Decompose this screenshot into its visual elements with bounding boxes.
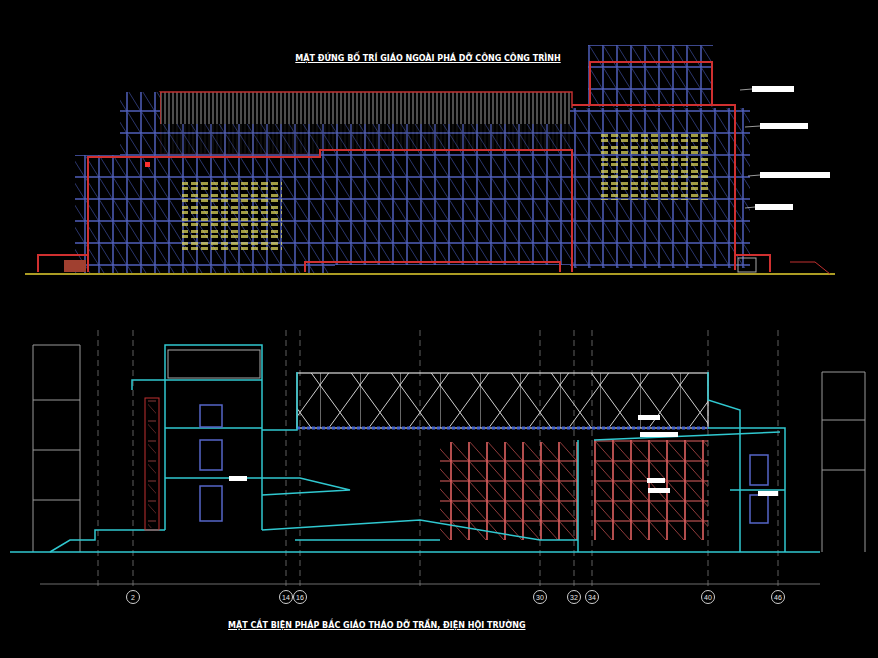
grid-number: 32: [570, 594, 578, 601]
grid-bubble: 32: [567, 590, 581, 604]
grid-bubble: 30: [533, 590, 547, 604]
grid-bubble: 2: [126, 590, 140, 604]
grid-number: 34: [588, 594, 596, 601]
grid-number: 2: [131, 594, 135, 601]
grid-number: 16: [296, 594, 304, 601]
view-title: MẶT ĐỨNG BỐ TRÍ GIÁO NGOÀI PHÁ DỠ CÔNG C…: [295, 54, 560, 63]
view-title: MẶT CẮT BIỆN PHÁP BẮC GIÁO THÁO DỠ TRẦN,…: [228, 621, 526, 630]
grid-bubble: 14: [279, 590, 293, 604]
grid-bubble: 34: [585, 590, 599, 604]
grid-bubble: 46: [771, 590, 785, 604]
grid-number: 30: [536, 594, 544, 601]
grid-bubble: 16: [293, 590, 307, 604]
grid-bubble: 40: [701, 590, 715, 604]
grid-number: 14: [282, 594, 290, 601]
grid-number: 46: [774, 594, 782, 601]
grid-number: 40: [704, 594, 712, 601]
